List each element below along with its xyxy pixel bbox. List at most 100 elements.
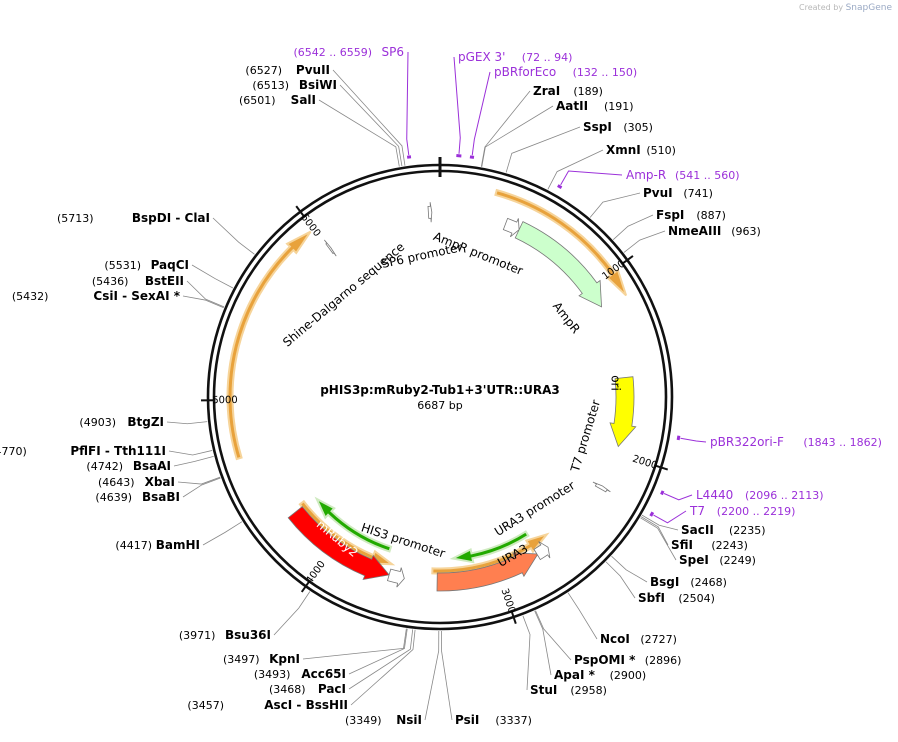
site-position: (3337)	[495, 714, 532, 727]
site-name: XbaI	[145, 475, 175, 489]
site-leader	[182, 295, 224, 309]
primer-name: pBRforEco	[494, 65, 556, 79]
site-leader	[505, 126, 581, 173]
site-xbai: XbaI(4643)	[98, 475, 221, 489]
site-position: (3971)	[179, 629, 216, 642]
site-position: (5436)	[92, 275, 129, 288]
site-leader	[567, 592, 598, 640]
site-leader	[589, 192, 641, 218]
feature-sp6-promoter	[427, 202, 433, 223]
primer-name: Amp-R	[626, 168, 666, 182]
site-leader	[177, 476, 221, 485]
orf-arrow	[314, 496, 393, 553]
site-position: (3497)	[223, 653, 260, 666]
site-asci-bsshii: AscI - BssHII(3457)	[187, 629, 416, 712]
site-position: (2504)	[678, 592, 715, 605]
site-name: BsiWI	[299, 78, 337, 92]
primer-name: pBR322ori-F	[710, 435, 784, 449]
site-name: PvuI	[643, 186, 673, 200]
site-position: (5432)	[12, 290, 49, 303]
primer-leader	[560, 170, 623, 186]
site-name: NsiI	[396, 713, 422, 727]
tick-label: 4000	[304, 559, 328, 586]
site-bsu36i: Bsu36I(3971)	[179, 591, 311, 642]
feature-label-t7-promoter: T7 promoter	[568, 398, 603, 474]
site-nmeaiii: NmeAIII(963)	[623, 224, 761, 253]
site-btgzi: BtgZI(4903)	[79, 415, 208, 429]
site-leader	[640, 517, 677, 561]
site-acc65i: Acc65I(3493)	[254, 628, 408, 681]
primer-mark	[660, 490, 665, 496]
site-leader	[166, 421, 208, 425]
site-bsgi: BsgI (2468)	[611, 555, 727, 589]
primer-range: (541 .. 560)	[675, 169, 740, 182]
site-position: (5531)	[104, 259, 141, 272]
site-name: SspI	[583, 120, 612, 134]
site-name: XmnI	[606, 143, 641, 157]
orf-arrow	[449, 530, 530, 564]
site-name: BstEII	[145, 274, 184, 288]
site-xmni: XmnI(510)	[547, 143, 676, 190]
site-fspi: FspI(887)	[612, 208, 726, 240]
primer-leader	[663, 493, 693, 501]
site-name: SfiI	[671, 538, 693, 552]
primer-t7: T7(2200 .. 2219)	[649, 504, 796, 524]
feature-label-ampr: AmpR	[550, 299, 583, 336]
primer-pgex-3: pGEX 3'(72 .. 94)	[453, 50, 572, 158]
site-sacii: SacII(2235)	[641, 514, 766, 537]
site-bsiwi: BsiWI(6513)	[252, 78, 403, 167]
site-leader	[332, 69, 406, 166]
site-name: Acc65I	[301, 667, 346, 681]
site-position: (6527)	[245, 64, 282, 77]
site-bspdi-clai: BspDI - ClaI (5713)	[57, 211, 255, 255]
credit-text: Created by	[799, 3, 844, 12]
site-leader	[522, 615, 531, 691]
feature-label-ura3-promoter: URA3 promoter	[492, 478, 577, 539]
primer-range: (2200 .. 2219)	[717, 505, 796, 518]
plasmid-length: 6687 bp	[417, 399, 462, 412]
site-leader	[605, 561, 636, 599]
site-position: (741)	[683, 187, 713, 200]
site-name: NmeAIII	[668, 224, 721, 238]
site-name: KpnI	[269, 652, 300, 666]
feature-ampr-promoter	[502, 217, 520, 238]
site-name: BsgI	[650, 575, 679, 589]
primer-name: pGEX 3'	[458, 50, 505, 64]
site-paci: PacI(3468)	[269, 629, 414, 696]
site-leader	[273, 591, 311, 636]
site-position: (4417)	[115, 539, 152, 552]
site-leader	[212, 217, 255, 255]
site-name: NcoI	[600, 632, 630, 646]
site-sali: SalI(6501)	[239, 93, 400, 167]
site-name: AatII	[556, 99, 588, 113]
site-name: PvuII	[296, 63, 330, 77]
site-bamhi: BamHI(4417)	[115, 521, 243, 552]
site-position: (5713)	[57, 212, 94, 225]
site-sbfi: SbfI(2504)	[605, 561, 715, 605]
site-position: (2958)	[570, 684, 607, 697]
site-name: PaqCI	[151, 258, 189, 272]
primer-name: L4440	[696, 488, 733, 502]
primer-leader	[680, 437, 707, 443]
site-name: StuI	[530, 683, 557, 697]
site-position: (2468)	[690, 576, 727, 589]
site-position: (4770)	[0, 445, 27, 458]
site-leader	[168, 450, 213, 456]
primer-range: (6542 .. 6559)	[293, 46, 372, 59]
primer-leader	[653, 510, 687, 524]
site-leader	[424, 630, 440, 721]
feature-his3-promoter	[386, 567, 405, 588]
site-leader	[611, 555, 648, 583]
site-name: BspDI - ClaI	[132, 211, 210, 225]
orf-arrow	[494, 188, 628, 297]
site-leader	[348, 628, 408, 675]
site-name: ApaI *	[554, 668, 596, 682]
site-leader	[350, 629, 416, 706]
site-name: BtgZI	[127, 415, 164, 429]
site-aatii: AatII(191)	[481, 99, 634, 167]
site-leader	[191, 264, 234, 289]
site-leader	[202, 521, 243, 546]
site-position: (2896)	[645, 654, 682, 667]
backbone-ring	[206, 157, 674, 631]
